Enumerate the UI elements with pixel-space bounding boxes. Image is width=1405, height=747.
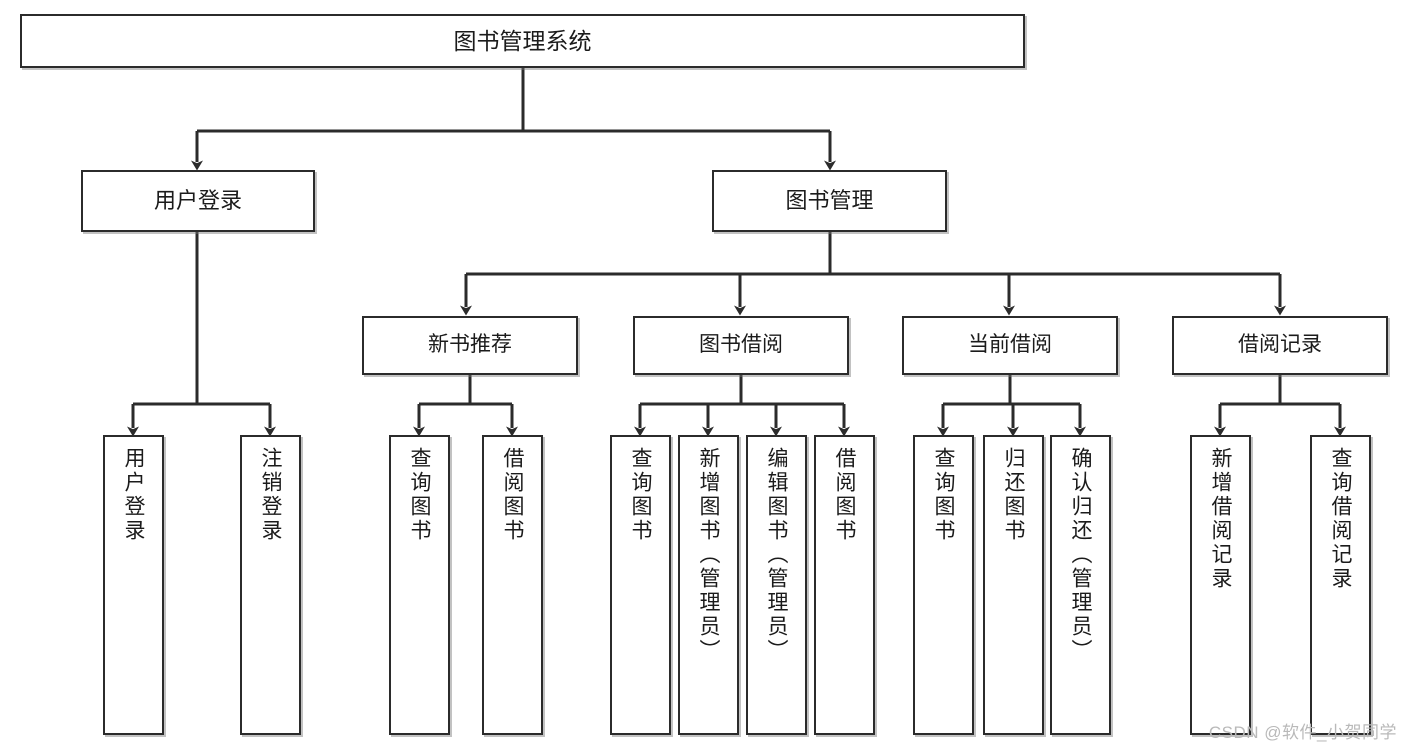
- node-book-borrow-label: 图书借阅: [699, 333, 783, 357]
- node-new-book-recommend-label: 新书推荐: [428, 333, 512, 357]
- node-leaf-borrow-book-2[interactable]: 借阅图书: [814, 435, 875, 735]
- node-leaf-query-book-2[interactable]: 查询图书: [610, 435, 671, 735]
- node-leaf-borrow-book-1[interactable]: 借阅图书: [482, 435, 543, 735]
- node-leaf-return-book[interactable]: 归还图书: [983, 435, 1044, 735]
- node-current-borrow-label: 当前借阅: [968, 333, 1052, 357]
- node-borrow-record[interactable]: 借阅记录: [1172, 316, 1388, 375]
- node-leaf-add-book[interactable]: 新增图书（管理员）: [678, 435, 739, 735]
- node-leaf-confirm-return-label: 确认归还（管理员）: [1069, 447, 1092, 663]
- node-leaf-add-record-label: 新增借阅记录: [1209, 447, 1232, 591]
- node-user-login[interactable]: 用户登录: [81, 170, 315, 232]
- node-leaf-edit-book[interactable]: 编辑图书（管理员）: [746, 435, 807, 735]
- node-leaf-confirm-return[interactable]: 确认归还（管理员）: [1050, 435, 1111, 735]
- node-leaf-user-login[interactable]: 用户登录: [103, 435, 164, 735]
- node-leaf-query-book-2-label: 查询图书: [629, 447, 652, 543]
- node-leaf-query-book-3-label: 查询图书: [932, 447, 955, 543]
- node-borrow-record-label: 借阅记录: [1238, 333, 1322, 357]
- node-leaf-borrow-book-1-label: 借阅图书: [501, 447, 524, 543]
- csdn-watermark: CSDN @软件_小贺同学: [1208, 723, 1397, 742]
- node-leaf-query-book-1[interactable]: 查询图书: [389, 435, 450, 735]
- node-leaf-user-login-label: 用户登录: [122, 447, 145, 543]
- node-root[interactable]: 图书管理系统: [20, 14, 1025, 68]
- node-leaf-query-book-1-label: 查询图书: [408, 447, 431, 543]
- node-book-borrow[interactable]: 图书借阅: [633, 316, 849, 375]
- node-current-borrow[interactable]: 当前借阅: [902, 316, 1118, 375]
- node-leaf-user-logout[interactable]: 注销登录: [240, 435, 301, 735]
- node-new-book-recommend[interactable]: 新书推荐: [362, 316, 578, 375]
- node-leaf-user-logout-label: 注销登录: [259, 447, 282, 543]
- node-leaf-query-record-label: 查询借阅记录: [1329, 447, 1352, 591]
- node-leaf-add-record[interactable]: 新增借阅记录: [1190, 435, 1251, 735]
- node-leaf-return-book-label: 归还图书: [1002, 447, 1025, 543]
- node-leaf-borrow-book-2-label: 借阅图书: [833, 447, 856, 543]
- node-book-manage-label: 图书管理: [785, 188, 874, 214]
- node-leaf-query-record[interactable]: 查询借阅记录: [1310, 435, 1371, 735]
- node-user-login-label: 用户登录: [153, 188, 242, 214]
- node-root-label: 图书管理系统: [453, 27, 592, 54]
- node-leaf-edit-book-label: 编辑图书（管理员）: [765, 447, 788, 663]
- node-leaf-add-book-label: 新增图书（管理员）: [697, 447, 720, 663]
- node-book-manage[interactable]: 图书管理: [712, 170, 947, 232]
- node-leaf-query-book-3[interactable]: 查询图书: [913, 435, 974, 735]
